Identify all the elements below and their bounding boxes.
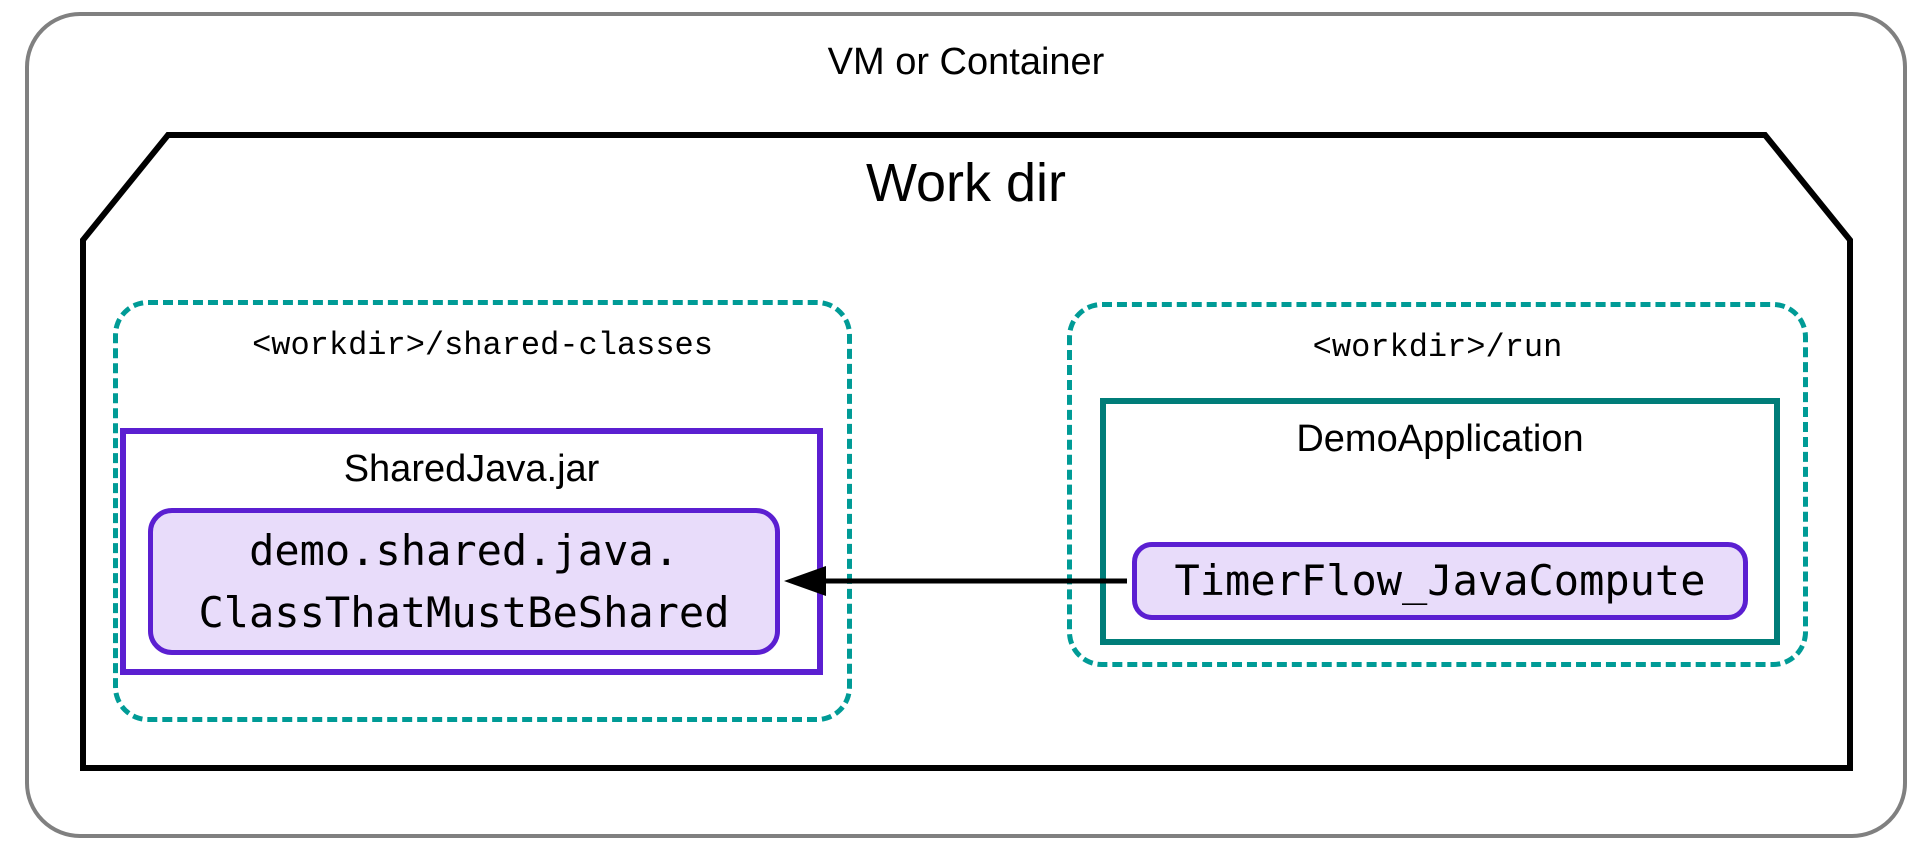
work-dir-label: Work dir — [865, 153, 1067, 213]
shared-classes-dir-box: <workdir>/shared-classes — [113, 300, 852, 722]
timerflow-node: TimerFlow_JavaCompute — [1132, 542, 1748, 620]
run-dir-box: <workdir>/run — [1067, 302, 1808, 667]
shared-class-name-line1: demo.shared.java. — [249, 525, 679, 575]
shared-class-name-line2: ClassThatMustBeShared — [198, 587, 730, 637]
run-dir-label: <workdir>/run — [1312, 329, 1563, 366]
shared-class-node: demo.shared.java. ClassThatMustBeShared — [148, 508, 780, 655]
timerflow-node-label: TimerFlow_JavaCompute — [1174, 556, 1706, 605]
demo-application-label: DemoApplication — [1296, 418, 1584, 460]
vm-container-label: VM or Container — [827, 41, 1105, 83]
shared-jar-label: SharedJava.jar — [343, 448, 600, 490]
vm-container-box — [25, 12, 1907, 838]
shared-classes-dir-label: <workdir>/shared-classes — [252, 327, 713, 364]
